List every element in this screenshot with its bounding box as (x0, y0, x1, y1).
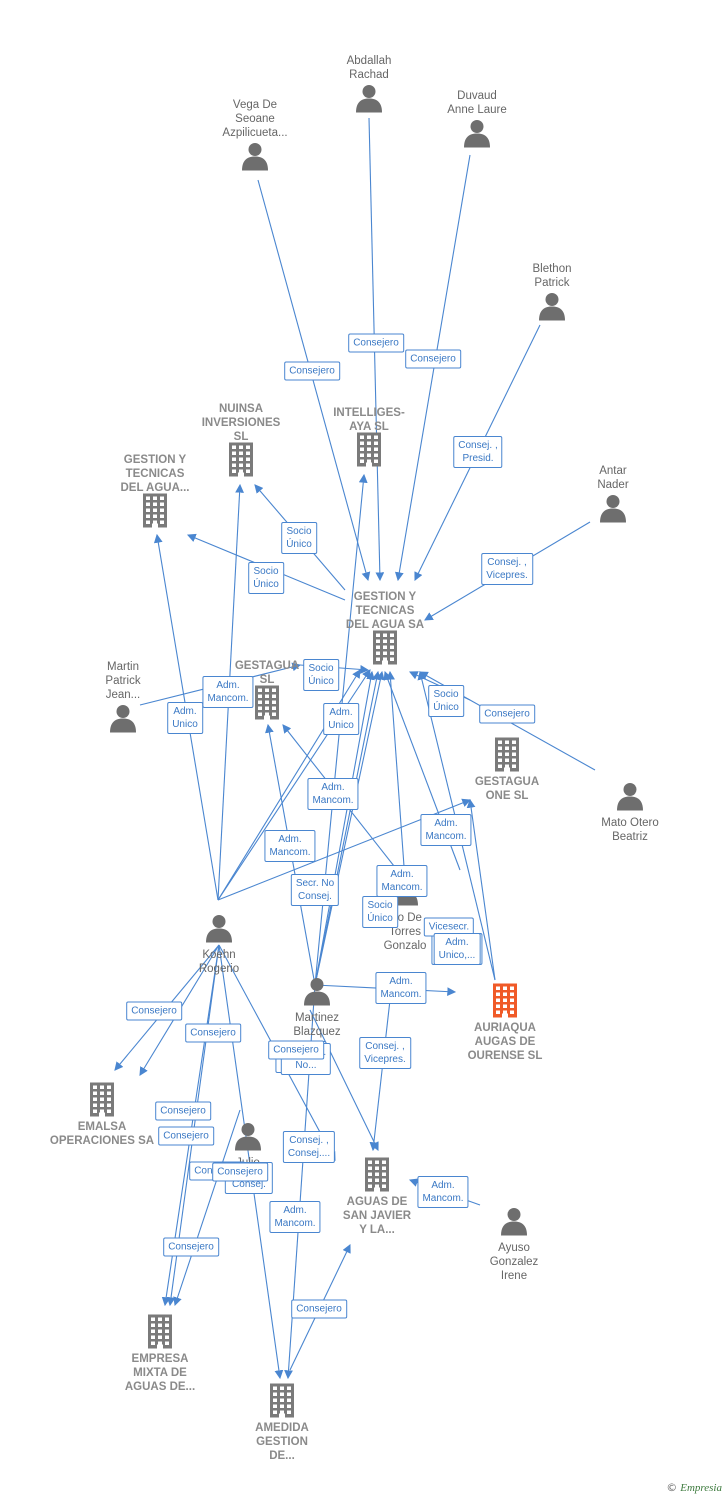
node-label-gestion-sa[interactable]: GESTION Y TECNICAS DEL AGUA SA (345, 591, 425, 631)
edge-role-label[interactable]: Adm. Mancom. (376, 865, 428, 897)
edge-line (386, 670, 406, 881)
edge-line (218, 944, 284, 1380)
building-icon[interactable] (226, 442, 256, 482)
node-label-gestagua[interactable]: GESTAGUA SL (234, 660, 300, 686)
person-icon[interactable] (233, 1121, 263, 1156)
edge-role-label[interactable]: Consejero (185, 1023, 241, 1043)
node-label-martin[interactable]: Martin Patrick Jean... (105, 661, 141, 701)
edge-role-label[interactable]: Consej. , Consej.... (282, 1131, 336, 1163)
edge-role-label[interactable]: Adm. Mancom. (202, 676, 254, 708)
edge-role-label[interactable]: Consej. , Presid. (453, 436, 503, 468)
edge-role-label[interactable]: Socio Único (362, 896, 398, 928)
edge-role-label[interactable]: Consejero (405, 349, 461, 369)
edge-role-label[interactable]: Adm. Mancom. (269, 1201, 321, 1233)
person-icon[interactable] (354, 83, 384, 118)
node-label-abdallah[interactable]: Abdallah Rachad (346, 55, 392, 81)
building-icon[interactable] (362, 1157, 392, 1197)
edge-role-label[interactable]: Consejero (155, 1101, 211, 1121)
edge-role-label[interactable]: Adm. Mancom. (417, 1176, 469, 1208)
node-label-mato[interactable]: Mato Otero Beatriz (601, 817, 659, 843)
person-icon[interactable] (204, 913, 234, 948)
edge-role-label[interactable]: Consej. , Vicepres. (359, 1037, 411, 1069)
node-label-gestion-tec-del[interactable]: GESTION Y TECNICAS DEL AGUA... (120, 454, 190, 494)
edge-role-label[interactable]: Adm. Unico,... (433, 933, 481, 965)
edge-role-label[interactable]: Adm. Mancom. (375, 972, 427, 1004)
edge-role-label[interactable]: Adm. Mancom. (307, 778, 359, 810)
edge-role-label[interactable]: Socio Único (428, 685, 464, 717)
edge-role-label[interactable]: Consejero (479, 704, 535, 724)
building-icon[interactable] (492, 737, 522, 777)
building-icon[interactable] (140, 493, 170, 533)
edges-layer (114, 117, 596, 1380)
building-icon[interactable] (252, 685, 282, 725)
node-label-aguas-sj[interactable]: AGUAS DE SAN JAVIER Y LA... (342, 1196, 412, 1236)
edge-line (173, 1109, 241, 1307)
edge-role-label[interactable]: Consejero (291, 1299, 347, 1319)
person-icon[interactable] (499, 1206, 529, 1241)
person-icon[interactable] (537, 291, 567, 326)
edge-line (314, 670, 381, 986)
edge-role-label[interactable]: Consejero (163, 1237, 219, 1257)
node-label-vega[interactable]: Vega De Seoane Azpilicueta... (222, 99, 288, 139)
edge-role-label[interactable]: Socio Único (248, 562, 284, 594)
building-icon[interactable] (267, 1383, 297, 1423)
edge-line (466, 798, 496, 981)
node-label-amedida[interactable]: AMEDIDA GESTION DE... (255, 1422, 309, 1462)
node-label-duvaud[interactable]: Duvaud Anne Laure (447, 90, 507, 116)
edge-role-label[interactable]: Consejero (212, 1162, 268, 1182)
node-label-intelliges[interactable]: INTELLIGES- AYA SL (333, 407, 405, 433)
node-label-emalsa[interactable]: EMALSA OPERACIONES SA (49, 1121, 155, 1147)
edge-line (314, 670, 375, 986)
edge-role-label[interactable]: Adm. Unico (323, 703, 359, 735)
node-label-empresa-mixta[interactable]: EMPRESA MIXTA DE AGUAS DE... (124, 1353, 196, 1393)
edge-role-label[interactable]: Adm. Mancom. (264, 830, 316, 862)
person-icon[interactable] (598, 493, 628, 528)
node-label-blethon[interactable]: Blethon Patrick (532, 263, 572, 289)
node-label-auriaqua[interactable]: AURIAQUA AUGAS DE OURENSE SL (467, 1022, 543, 1062)
edge-role-label[interactable]: Consejero (284, 361, 340, 381)
edge-role-label[interactable]: Socio Único (281, 522, 317, 554)
edge-line (309, 1009, 379, 1151)
edge-role-label[interactable]: Adm. Mancom. (420, 814, 472, 846)
building-icon[interactable] (87, 1082, 117, 1122)
brand-name: Empresia (680, 1482, 722, 1494)
edge-role-label[interactable]: Adm. Unico (167, 702, 203, 734)
edge-role-label[interactable]: Consejero (158, 1126, 214, 1146)
node-label-ayuso[interactable]: Ayuso Gonzalez Irene (489, 1242, 539, 1282)
person-icon[interactable] (240, 141, 270, 176)
edge-line (369, 999, 391, 1152)
person-icon[interactable] (302, 976, 332, 1011)
person-icon[interactable] (108, 703, 138, 738)
building-icon[interactable] (490, 983, 520, 1023)
edge-role-label[interactable]: Consejero (268, 1040, 324, 1060)
building-icon[interactable] (370, 630, 400, 670)
edge-role-label[interactable]: Socio Único (303, 659, 339, 691)
person-icon[interactable] (615, 781, 645, 816)
edge-role-label[interactable]: Consejero (126, 1001, 182, 1021)
footer-brand: ©Empresia (666, 1481, 722, 1494)
node-label-nuinsa[interactable]: NUINSA INVERSIONES SL (201, 403, 281, 443)
building-icon[interactable] (354, 432, 384, 472)
edge-role-label[interactable]: Consej. , Vicepres. (481, 553, 533, 585)
node-label-antar[interactable]: Antar Nader (597, 465, 629, 491)
node-label-gestagua-one[interactable]: GESTAGUA ONE SL (474, 776, 540, 802)
edge-role-label[interactable]: Secr. No Consej. (290, 874, 340, 906)
edge-role-label[interactable]: Consejero (348, 333, 404, 353)
copyright-symbol: © (666, 1481, 678, 1494)
edge-line (314, 670, 385, 986)
person-icon[interactable] (462, 118, 492, 153)
node-label-koehn[interactable]: Koehn Rogerio (198, 949, 240, 975)
building-icon[interactable] (145, 1314, 175, 1354)
